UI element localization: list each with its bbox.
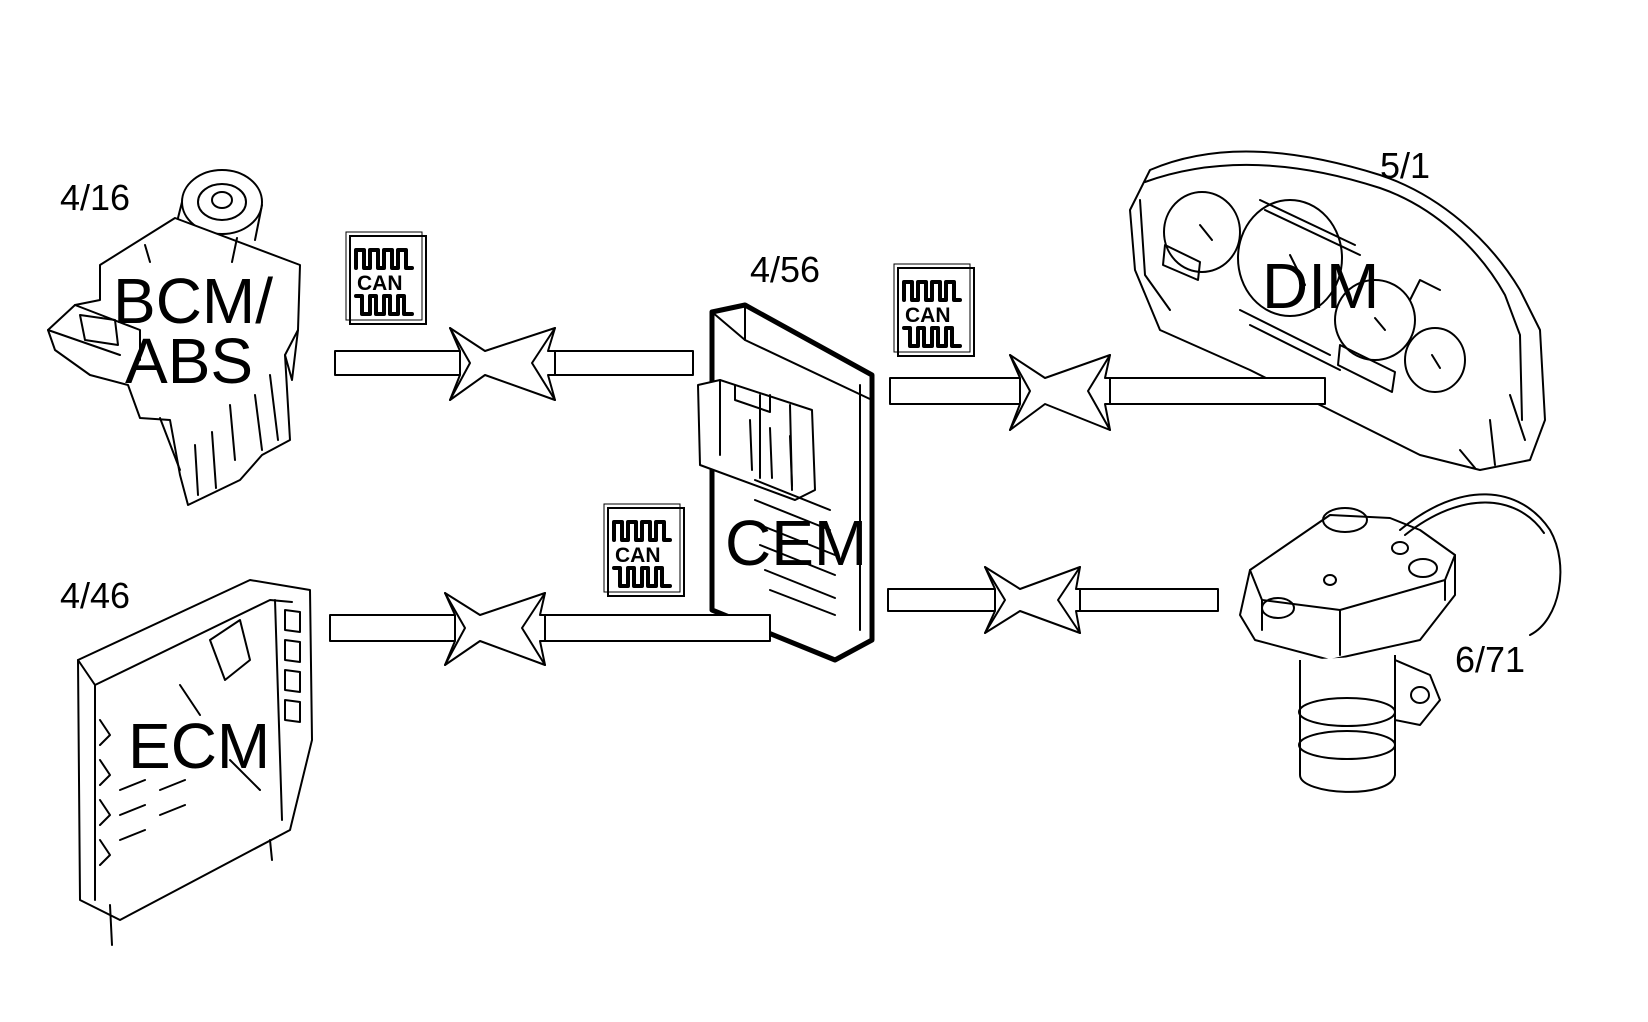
- connection-cem-sensor: [887, 566, 1219, 634]
- can-bus-icon: [902, 280, 962, 302]
- can-badge-ecm-cem: CAN: [603, 503, 685, 597]
- connection-cem-dim: [889, 354, 1326, 431]
- sensor-component: 6/71: [1239, 493, 1562, 793]
- connection-ecm-cem: [329, 592, 771, 666]
- can-badge-cem-dim: CAN: [893, 263, 975, 357]
- can-badge-label: CAN: [615, 544, 661, 567]
- ecm-label: ECM: [128, 710, 270, 782]
- can-badge-label: CAN: [905, 304, 951, 327]
- dim-label: DIM: [1262, 250, 1379, 322]
- cem-label: CEM: [725, 507, 867, 579]
- can-bus-icon: [354, 248, 414, 270]
- dim-ref: 5/1: [1380, 145, 1430, 186]
- can-badge-bcm-cem: CAN: [345, 231, 427, 325]
- bcm-abs-ref: 4/16: [60, 177, 130, 218]
- can-bus-icon: [612, 520, 672, 542]
- ecm-module: 4/46 ECM: [60, 575, 313, 946]
- dim-instrument-cluster: 5/1 DIM: [1129, 145, 1546, 471]
- bcm-abs-label-line1: BCM/: [113, 265, 273, 337]
- can-badge-label: CAN: [357, 272, 403, 295]
- connection-bcm-cem: [334, 327, 694, 401]
- bcm-abs-module: 4/16 BCM/ ABS: [47, 169, 301, 506]
- sensor-ref: 6/71: [1455, 639, 1525, 680]
- cem-module: 4/56 CEM: [697, 249, 875, 663]
- bcm-abs-label-line2: ABS: [125, 325, 253, 397]
- cem-ref: 4/56: [750, 249, 820, 290]
- ecm-ref: 4/46: [60, 575, 130, 616]
